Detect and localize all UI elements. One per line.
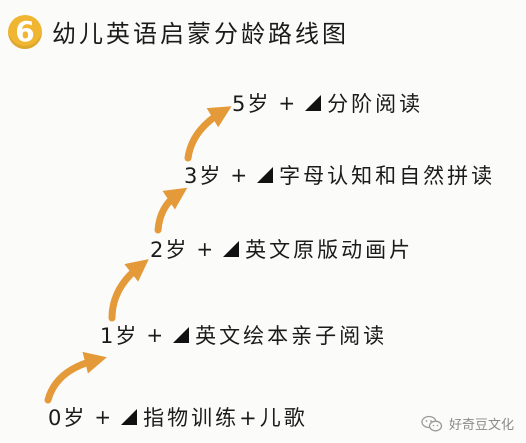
page-title: 幼儿英语启蒙分龄路线图 xyxy=(52,20,349,48)
triangle-marker-icon xyxy=(223,241,240,257)
step-age-0: 0岁 + 指物训练+儿歌 xyxy=(48,402,308,432)
age-label: 1岁 xyxy=(100,324,139,348)
plus-sign: + xyxy=(196,237,216,261)
plus-sign: + xyxy=(94,405,114,429)
step-age-3: 3岁 + 字母认知和自然拼读 xyxy=(184,160,495,190)
arrow-1-to-2 xyxy=(108,259,149,322)
step-age-2: 2岁 + 英文原版动画片 xyxy=(150,234,413,264)
age-label: 3岁 xyxy=(184,164,223,188)
triangle-marker-icon xyxy=(257,167,274,183)
number-badge: 6 xyxy=(8,14,42,49)
arrow-3-to-4 xyxy=(184,106,232,162)
triangle-marker-icon xyxy=(305,95,322,111)
activity-label: 指物训练+儿歌 xyxy=(143,406,308,430)
age-label: 2岁 xyxy=(150,238,189,262)
triangle-marker-icon xyxy=(121,409,138,425)
activity-label: 字母认知和自然拼读 xyxy=(279,164,496,188)
wechat-logo-icon xyxy=(421,415,443,431)
step-age-1: 1岁 + 英文绘本亲子阅读 xyxy=(100,320,387,350)
watermark-text: 好奇豆文化 xyxy=(448,418,514,433)
plus-sign: + xyxy=(230,163,250,187)
title-block: 6 幼儿英语启蒙分龄路线图 xyxy=(8,14,349,49)
triangle-marker-icon xyxy=(173,327,190,343)
activity-label: 英文原版动画片 xyxy=(245,238,414,262)
age-label: 0岁 xyxy=(48,406,87,430)
age-label: 5岁 xyxy=(232,92,271,116)
plus-sign: + xyxy=(146,323,166,347)
arrow-0-to-1 xyxy=(44,351,107,404)
step-age-5: 5岁 + 分阶阅读 xyxy=(232,88,423,118)
activity-label: 英文绘本亲子阅读 xyxy=(195,324,388,348)
plus-sign: + xyxy=(278,91,298,115)
watermark: 好奇豆文化 xyxy=(421,414,514,433)
arrow-2-to-3 xyxy=(154,187,188,234)
activity-label: 分阶阅读 xyxy=(327,92,424,116)
